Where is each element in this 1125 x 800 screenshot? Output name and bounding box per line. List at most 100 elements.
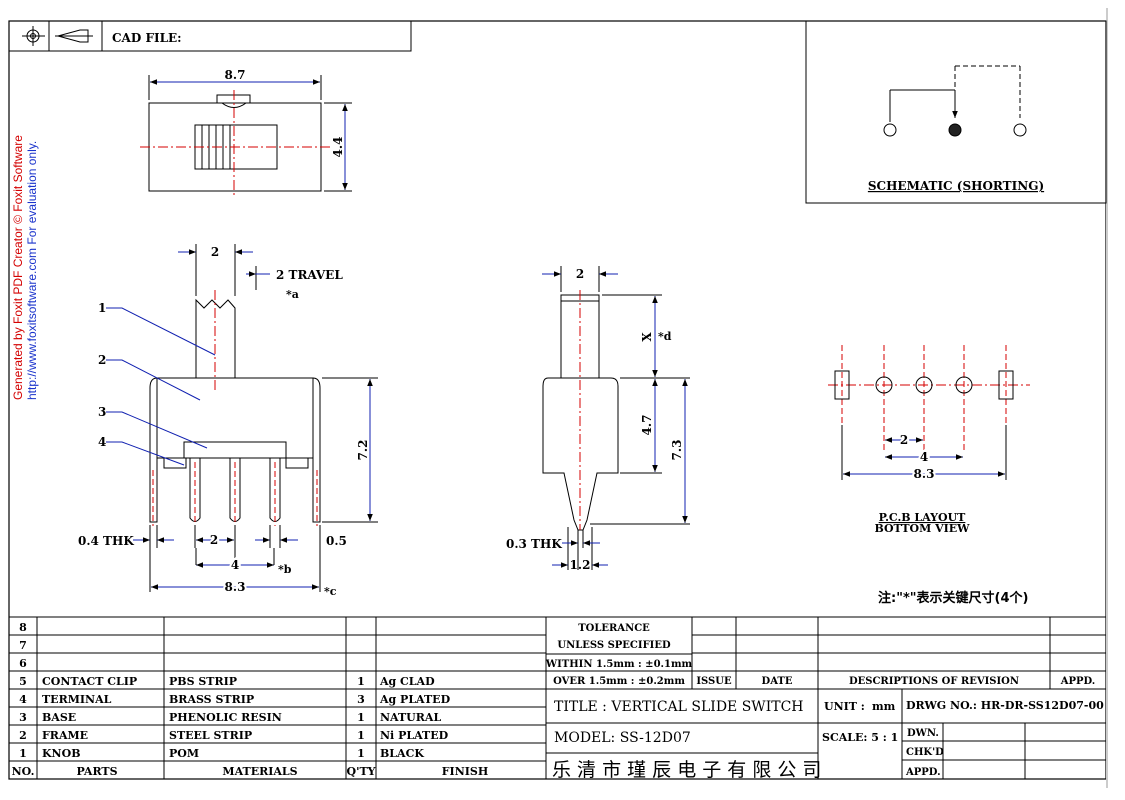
tolerance-title: TOLERANCE (578, 623, 650, 634)
bom-cell-qty: 1 (357, 747, 365, 760)
front-dim-height: 7.2 (356, 440, 370, 461)
unit-label: UNIT : (824, 700, 865, 713)
front-dim-outer-pitch: 4 (231, 558, 239, 572)
bom-header-finish: FINISH (442, 765, 489, 778)
bom-cell-qty: 3 (357, 693, 365, 706)
bom-cell-part: BASE (42, 711, 76, 724)
front-dim-pin-pitch: 2 (210, 533, 218, 547)
projection-symbol-icon (22, 26, 93, 46)
bom-cell-finish: Ag CLAD (379, 675, 435, 688)
bom-header-no: NO. (12, 765, 35, 778)
bom-cell-part: CONTACT CLIP (42, 675, 137, 688)
side-dim-47: 4.7 (640, 415, 654, 436)
pcb-layout: 2 4 8.3 P.C.B LAYOUT BOTTOM VIEW (828, 345, 1030, 535)
pcb-slot-right (998, 370, 1014, 400)
cad-file-label: CAD FILE: (112, 31, 182, 45)
pcb-hole-2 (915, 376, 933, 394)
pcb-hole-1 (875, 376, 893, 394)
side-view: 2 X *d 4.7 7.3 0.3 THK 1.2 (506, 266, 690, 572)
pcb-label-1: P.C.B LAYOUT (879, 511, 967, 524)
appd-label: APPD. (905, 767, 941, 778)
pcb-dim-2: 2 (900, 433, 908, 447)
chkd-label: CHK'D (906, 747, 944, 758)
bom-cell-no: 8 (19, 621, 27, 634)
callout-1: 1 (98, 301, 106, 315)
pcb-slot-left (834, 370, 850, 400)
side-dim-12: 1.2 (570, 558, 591, 572)
tolerance-over: OVER 1.5mm : ±0.2mm (553, 676, 685, 687)
bom-cell-finish: NATURAL (380, 711, 441, 724)
callout-3: 3 (98, 405, 106, 419)
bom-cell-no: 3 (19, 711, 27, 724)
bom-cell-qty: 1 (357, 729, 365, 742)
bom-cell-material: POM (169, 747, 199, 760)
bom-cell-material: STEEL STRIP (169, 729, 252, 742)
front-note-b: *b (278, 563, 292, 576)
dwn-label: DWN. (907, 728, 939, 739)
front-dim-travel: 2 TRAVEL (276, 268, 343, 282)
front-note-c: *c (324, 585, 337, 598)
bom-cell-finish: Ag PLATED (379, 693, 451, 706)
company-name: 乐 清 市 瑾 辰 电 子 有 限 公 司 (552, 759, 821, 781)
front-dim-thk: 0.4 THK (78, 534, 134, 548)
tolerance-within: WITHIN 1.5mm : ±0.1mm (545, 659, 693, 670)
schematic-terminal-right (1013, 123, 1027, 137)
pcb-label-2: BOTTOM VIEW (874, 522, 970, 535)
pcb-dim-83: 8.3 (914, 467, 935, 481)
top-view: 8.7 4.4 (140, 68, 352, 198)
bom-cell-qty: 1 (357, 675, 365, 688)
revision-appd: APPD. (1060, 676, 1096, 687)
bom-header-qty: Q'TY (347, 765, 376, 778)
tolerance-unless: UNLESS SPECIFIED (557, 640, 671, 651)
revision-issue: ISSUE (696, 676, 732, 687)
model-number: MODEL: SS-12D07 (554, 730, 691, 746)
drawing-number: DRWG NO.: HR-DR-SS12D07-00 (906, 699, 1104, 712)
front-note-a: *a (286, 288, 299, 301)
side-note-d: *d (658, 330, 672, 343)
bom-cell-material: PBS STRIP (169, 675, 237, 688)
title-block (546, 689, 1106, 779)
bom-cell-qty: 1 (357, 711, 365, 724)
side-dim-knob: 2 (576, 267, 584, 281)
key-dimension-note: 注:"*"表示关键尺寸(4个) (878, 590, 1028, 606)
bom-cell-part: FRAME (42, 729, 88, 742)
bom-header-materials: MATERIALS (222, 765, 297, 778)
schematic-terminal-left (883, 123, 897, 137)
bom-cell-finish: BLACK (380, 747, 424, 760)
bom-cell-material: PHENOLIC RESIN (169, 711, 282, 724)
top-dim-length: 8.7 (225, 68, 246, 82)
schematic-label: SCHEMATIC (SHORTING) (868, 179, 1044, 193)
bom-table (9, 616, 1106, 779)
side-dim-thk: 0.3 THK (506, 537, 562, 551)
callout-4: 4 (98, 435, 106, 449)
front-dim-pin: 0.5 (326, 534, 347, 548)
scale: SCALE: 5 : 1 (822, 731, 898, 744)
bom-cell-part: TERMINAL (42, 693, 112, 706)
revision-desc: DESCRIPTIONS OF REVISION (849, 676, 1019, 687)
bom-header-parts: PARTS (76, 765, 117, 778)
bom-cell-finish: Ni PLATED (380, 729, 449, 742)
watermark-line1: Generated by Foxit PDF Creator © Foxit S… (11, 135, 25, 400)
front-dim-knob: 2 (211, 245, 219, 259)
schematic-terminal-common (948, 123, 962, 137)
bom-rows: 8 7 6 5 CONTACT CLIP PBS STRIP 1 Ag CLAD 4 TERMIN… (19, 621, 450, 760)
bom-cell-material: BRASS STRIP (169, 693, 254, 706)
callout-2: 2 (98, 353, 106, 367)
bom-headers: NO. PARTS MATERIALS Q'TY FINISH (12, 765, 489, 778)
bom-cell-no: 7 (19, 639, 27, 652)
bom-cell-no: 6 (19, 657, 27, 670)
top-dim-height: 4.4 (331, 137, 345, 158)
tolerance-block (546, 617, 1106, 690)
pcb-dim-4: 4 (920, 450, 928, 464)
side-dim-x: X (640, 332, 654, 342)
bom-cell-no: 5 (19, 675, 27, 688)
watermark-line2: http://www.foxitsoftware.com For evaluat… (25, 141, 39, 400)
unit-value: mm (872, 700, 896, 713)
front-view: 2 2 TRAVEL *a 7.2 1 2 3 4 0.4 THK (78, 244, 378, 598)
pcb-hole-3 (955, 376, 973, 394)
bom-cell-no: 4 (19, 693, 27, 706)
bom-cell-no: 2 (19, 729, 27, 742)
cad-file-box: CAD FILE: (8, 20, 412, 52)
